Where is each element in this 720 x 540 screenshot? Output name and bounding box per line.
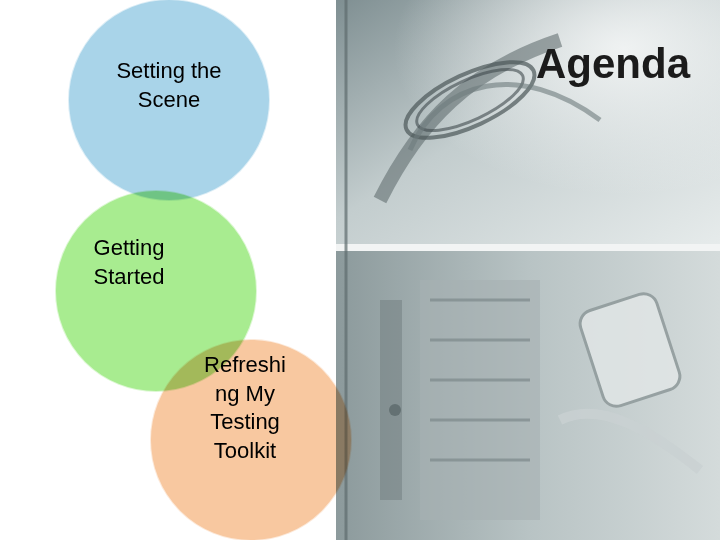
agenda-circle: Refreshi ng My Testing Toolkit [148,337,354,540]
agenda-circle: Setting the Scene [66,0,272,203]
circle-fill [68,0,270,201]
circle-label: Refreshi ng My Testing Toolkit [192,351,298,465]
slide-title: Agenda [536,40,690,88]
circle-label: Setting the Scene [113,57,225,114]
circle-fill [150,339,352,540]
circle-label: Getting Started [73,234,185,291]
